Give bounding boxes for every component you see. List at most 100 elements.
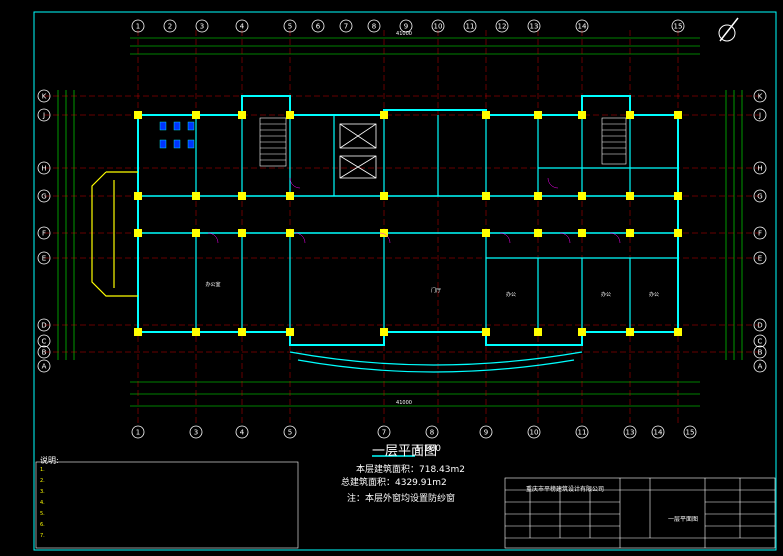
column: [482, 328, 490, 336]
grid-bubble: [753, 89, 767, 103]
room-label-office-3: 办公: [601, 291, 611, 298]
grid-bubble: [683, 425, 697, 439]
note-line: 5.: [40, 511, 45, 517]
grid-bubble-label: H: [757, 165, 762, 173]
column: [534, 192, 542, 200]
column: [380, 192, 388, 200]
grid-bubble: [37, 251, 51, 265]
grid-bubble: [195, 19, 209, 33]
toilet-fixtures: [159, 121, 195, 149]
column: [286, 328, 294, 336]
grid-bubble: [479, 425, 493, 439]
structural-columns: [134, 111, 682, 336]
column: [286, 111, 294, 119]
column: [674, 229, 682, 237]
room-label-office-2: 办公: [506, 291, 516, 298]
grid-bubble: [37, 359, 51, 373]
notes-heading: 说明:: [40, 456, 59, 465]
column: [134, 229, 142, 237]
column: [238, 192, 246, 200]
grid-bubble-label: 15: [686, 429, 695, 437]
grid-bubble-label: 12: [498, 23, 507, 31]
column: [534, 111, 542, 119]
grid-bubble-label: G: [41, 193, 46, 201]
grid-bubble-label: 3: [194, 429, 198, 437]
grid-bubble-label: C: [758, 338, 763, 346]
grid-bubble: [495, 19, 509, 33]
column: [286, 229, 294, 237]
grid-bubble: [527, 425, 541, 439]
column: [626, 229, 634, 237]
note-line: 6.: [40, 522, 45, 528]
grid-bubble: [671, 19, 685, 33]
grid-bubble: [623, 425, 637, 439]
column: [380, 229, 388, 237]
grid-bubble: [431, 19, 445, 33]
grid-bubble-label: 8: [372, 23, 376, 31]
drawing-frame: [33, 11, 777, 551]
grid-bubble: [651, 425, 665, 439]
grid-bubble-label: D: [757, 322, 762, 330]
column: [482, 111, 490, 119]
grid-bubble-label: 13: [626, 429, 635, 437]
grid-bubble: [753, 189, 767, 203]
column: [192, 192, 200, 200]
grid-bubble: [283, 425, 297, 439]
drawing-scale: 1:100: [415, 444, 441, 454]
column: [674, 192, 682, 200]
grid-bubble: [189, 425, 203, 439]
grid-bubble: [37, 89, 51, 103]
grid-bubble-label: 10: [530, 429, 539, 437]
stair-left: [259, 117, 287, 167]
grid-bubble: [753, 251, 767, 265]
grid-bubble: [425, 425, 439, 439]
grid-bubble: [37, 161, 51, 175]
grid-bubble-label: A: [42, 363, 47, 371]
grid-bubble-label: 10: [434, 23, 443, 31]
grid-bubble-label: 7: [344, 23, 348, 31]
grid-bubble-label: 11: [466, 23, 475, 31]
floor-area-text: 本层建筑面积：718.43m2: [356, 465, 465, 475]
column: [482, 192, 490, 200]
total-area-text: 总建筑面积：4329.91m2: [341, 478, 447, 488]
grid-bubble: [283, 19, 297, 33]
column: [534, 328, 542, 336]
column: [134, 111, 142, 119]
grid-bubble: [463, 19, 477, 33]
grid-bubble: [527, 19, 541, 33]
entrance-canopy: [289, 351, 583, 373]
column: [286, 192, 294, 200]
grid-bubble-label: H: [41, 165, 46, 173]
grid-bubble-label: 7: [382, 429, 386, 437]
grid-bubble-label: 15: [674, 23, 683, 31]
grid-bubble-label: E: [42, 255, 46, 263]
grid-bubble-label: 14: [578, 23, 587, 31]
grid-bubble-label: F: [758, 230, 762, 238]
title-block: [504, 477, 776, 549]
column: [626, 192, 634, 200]
grid-bubble: [753, 334, 767, 348]
left-wing-outline: [91, 171, 138, 297]
grid-bubble-label: 9: [404, 23, 408, 31]
column: [192, 328, 200, 336]
grid-bubble-label: 8: [430, 429, 434, 437]
dimension-lines-left: [57, 90, 75, 360]
partition-walls: [195, 115, 678, 332]
window-note: 注：本层外窗均设置防纱窗: [347, 494, 456, 504]
grid-bubble-label: J: [758, 112, 761, 120]
grid-bubble: [235, 19, 249, 33]
grid-bubble: [753, 226, 767, 240]
column: [192, 229, 200, 237]
elevator-shafts: [339, 123, 377, 179]
column: [238, 111, 246, 119]
grid-bubble-label: 9: [484, 429, 488, 437]
grid-bubble: [339, 19, 353, 33]
grid-bubble: [753, 359, 767, 373]
column: [626, 328, 634, 336]
drawing-title: 一层平面图: [372, 444, 438, 459]
title-block-drawing-name: 一层平面图: [668, 516, 699, 523]
column: [134, 192, 142, 200]
grid-bubble-label: 5: [288, 23, 292, 31]
grid-bubble: [753, 318, 767, 332]
